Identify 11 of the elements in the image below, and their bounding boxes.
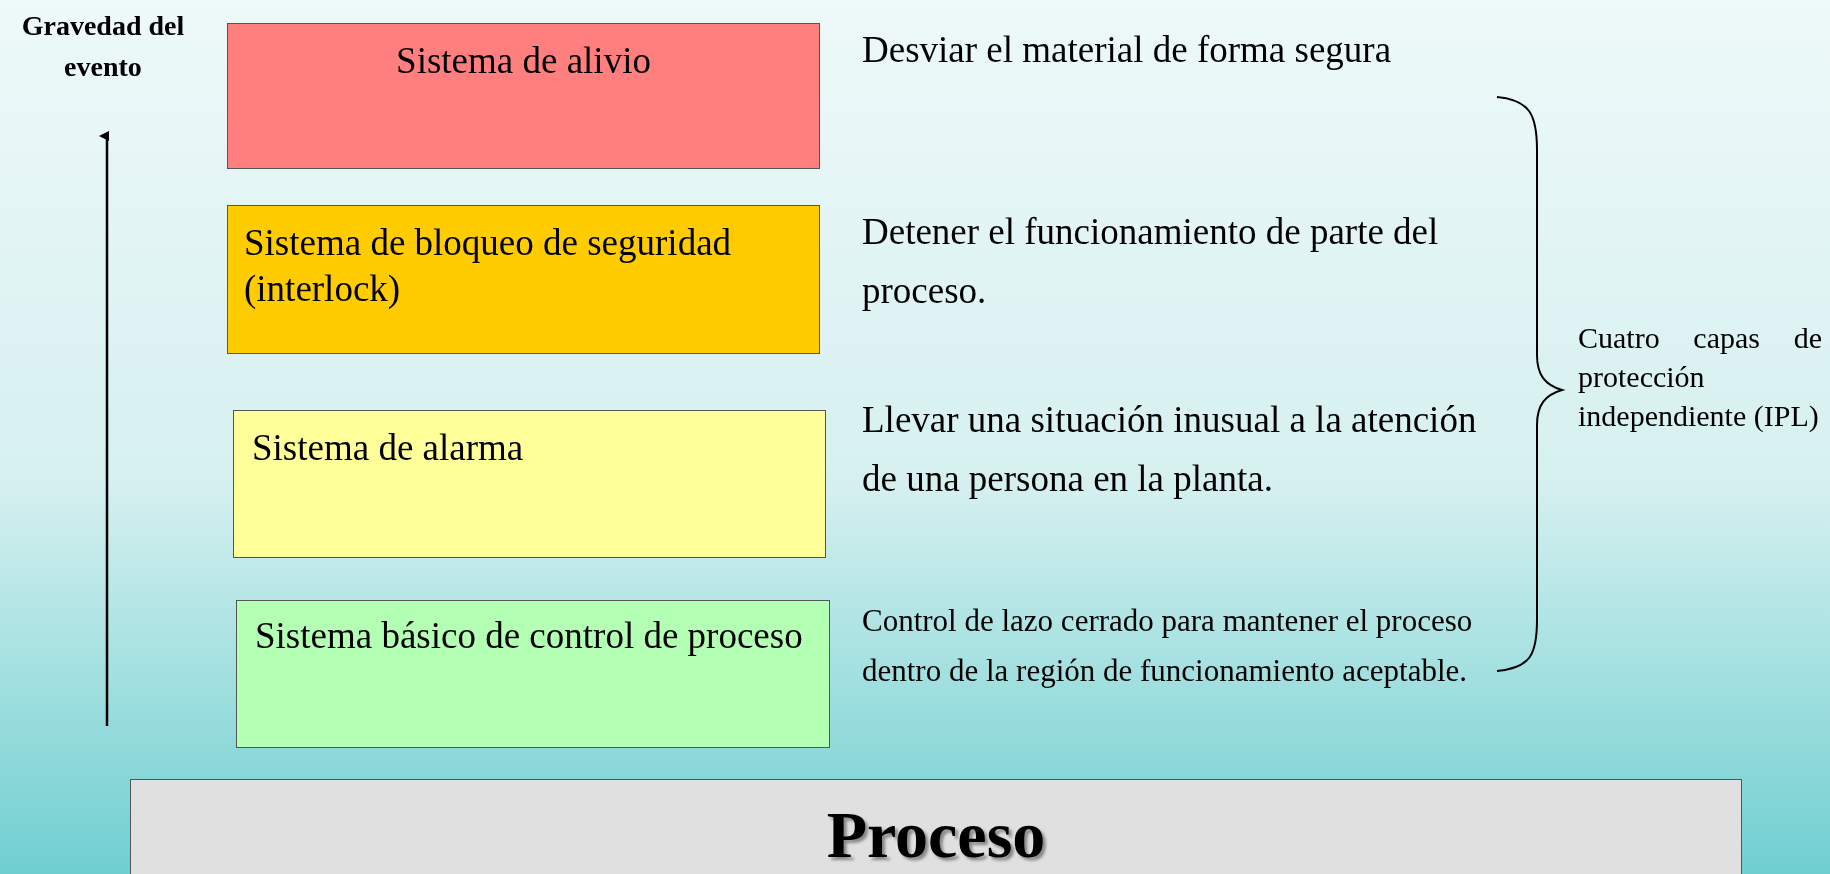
description-text: Desviar el material de forma segura (862, 28, 1393, 72)
interlock-box: Sistema de bloqueo de seguridad (interlock) (227, 205, 820, 354)
bracket-label: Cuatro capas de protección independiente (IPL) (1578, 320, 1822, 434)
process-box: Proceso (130, 779, 1742, 874)
description-text: Control de lazo cerrado para mantener el proceso dentro de la región de funcionamiento aceptable. (862, 602, 1474, 690)
relief-system-box: Sistema de alivio (227, 23, 820, 169)
description-text: Detener el funcionamiento de parte del proceso. (862, 210, 1440, 314)
alarm-box: Sistema de alarma (233, 410, 826, 558)
description-text: Llevar una situación inusual a la atención de una persona en la planta. (862, 398, 1478, 502)
control-box: Sistema básico de control de proceso (236, 600, 830, 748)
axis-title: Gravedad del evento (20, 9, 186, 84)
